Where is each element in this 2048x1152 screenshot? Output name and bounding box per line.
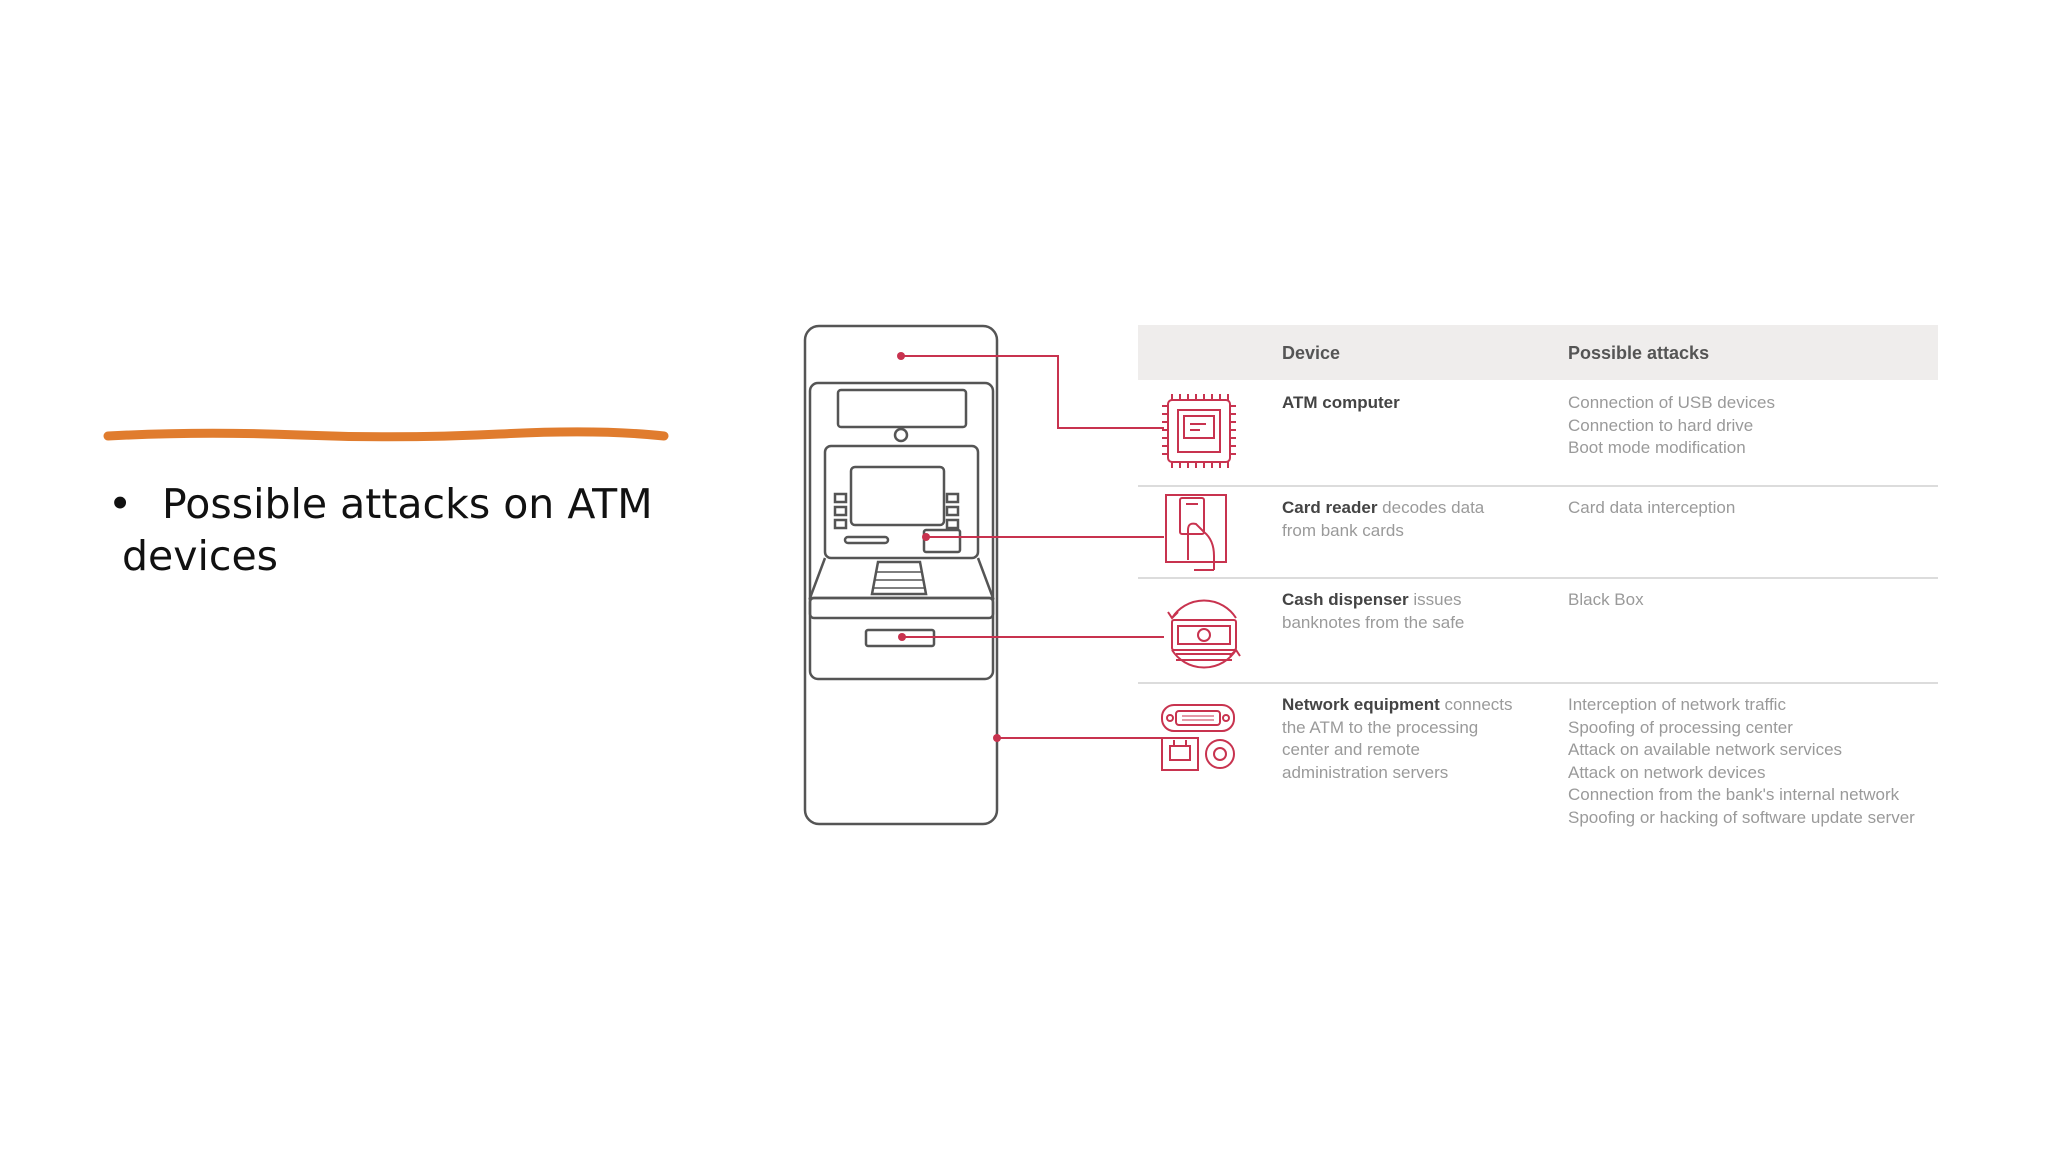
device-desc: issues banknotes from the safe [1282, 590, 1465, 632]
cash-dispenser-icon [1167, 599, 1241, 669]
attack-item: Boot mode modification [1568, 438, 1746, 457]
attack-item: Connection of USB devices [1568, 393, 1775, 412]
table-header: Device Possible attacks [1138, 325, 1938, 380]
attacks-cell: Card data interception [1568, 497, 1938, 520]
attack-item: Spoofing or hacking of software update s… [1568, 807, 1915, 827]
attack-item: Attack on network devices [1568, 762, 1766, 782]
attack-item: Interception of network traffic [1568, 695, 1786, 714]
attack-item: Attack on available network services [1568, 740, 1843, 759]
bullet-point: •Possible attacks on ATM devices [108, 478, 682, 582]
table-row: Network equipment connects the ATM to th… [1138, 682, 1938, 844]
device-cell: Card reader decodes data from bank cards [1282, 497, 1512, 542]
attack-item: Black Box [1568, 590, 1644, 609]
header-possible-attacks: Possible attacks [1568, 343, 1710, 363]
table-row: Card reader decodes data from bank cards… [1138, 485, 1938, 579]
device-name: Network equipment [1282, 695, 1440, 714]
header-device: Device [1282, 343, 1341, 363]
table-row: ATM computer Connection of USB devices C… [1138, 380, 1938, 485]
card-reader-icon [1165, 494, 1227, 571]
attack-item: Spoofing of processing center [1568, 717, 1793, 737]
device-desc: connects the ATM to the processing cente… [1282, 695, 1513, 782]
device-name: Cash dispenser [1282, 590, 1409, 609]
table-row: Cash dispenser issues banknotes from the… [1138, 577, 1938, 684]
attacks-cell: Interception of network traffic Spoofing… [1568, 694, 1938, 829]
device-name: ATM computer [1282, 393, 1400, 412]
device-desc: decodes data from bank cards [1282, 498, 1485, 540]
device-cell: Network equipment connects the ATM to th… [1282, 694, 1522, 784]
device-name: Card reader [1282, 498, 1378, 517]
attacks-cell: Connection of USB devices Connection to … [1568, 392, 1938, 460]
device-cell: Cash dispenser issues banknotes from the… [1282, 589, 1512, 634]
attack-item: Card data interception [1568, 498, 1736, 517]
attack-item: Connection to hard drive [1568, 415, 1754, 435]
attack-item: Connection from the bank's internal netw… [1568, 785, 1900, 804]
connector-lines [901, 355, 1164, 739]
attacks-cell: Black Box [1568, 589, 1938, 612]
cpu-chip-icon [1162, 394, 1236, 468]
device-cell: ATM computer [1282, 392, 1532, 415]
bullet-dot: • [108, 480, 133, 528]
bullet-text: Possible attacks on ATM devices [122, 480, 653, 580]
atm-machine [803, 324, 999, 826]
network-equipment-icon [1161, 704, 1235, 771]
